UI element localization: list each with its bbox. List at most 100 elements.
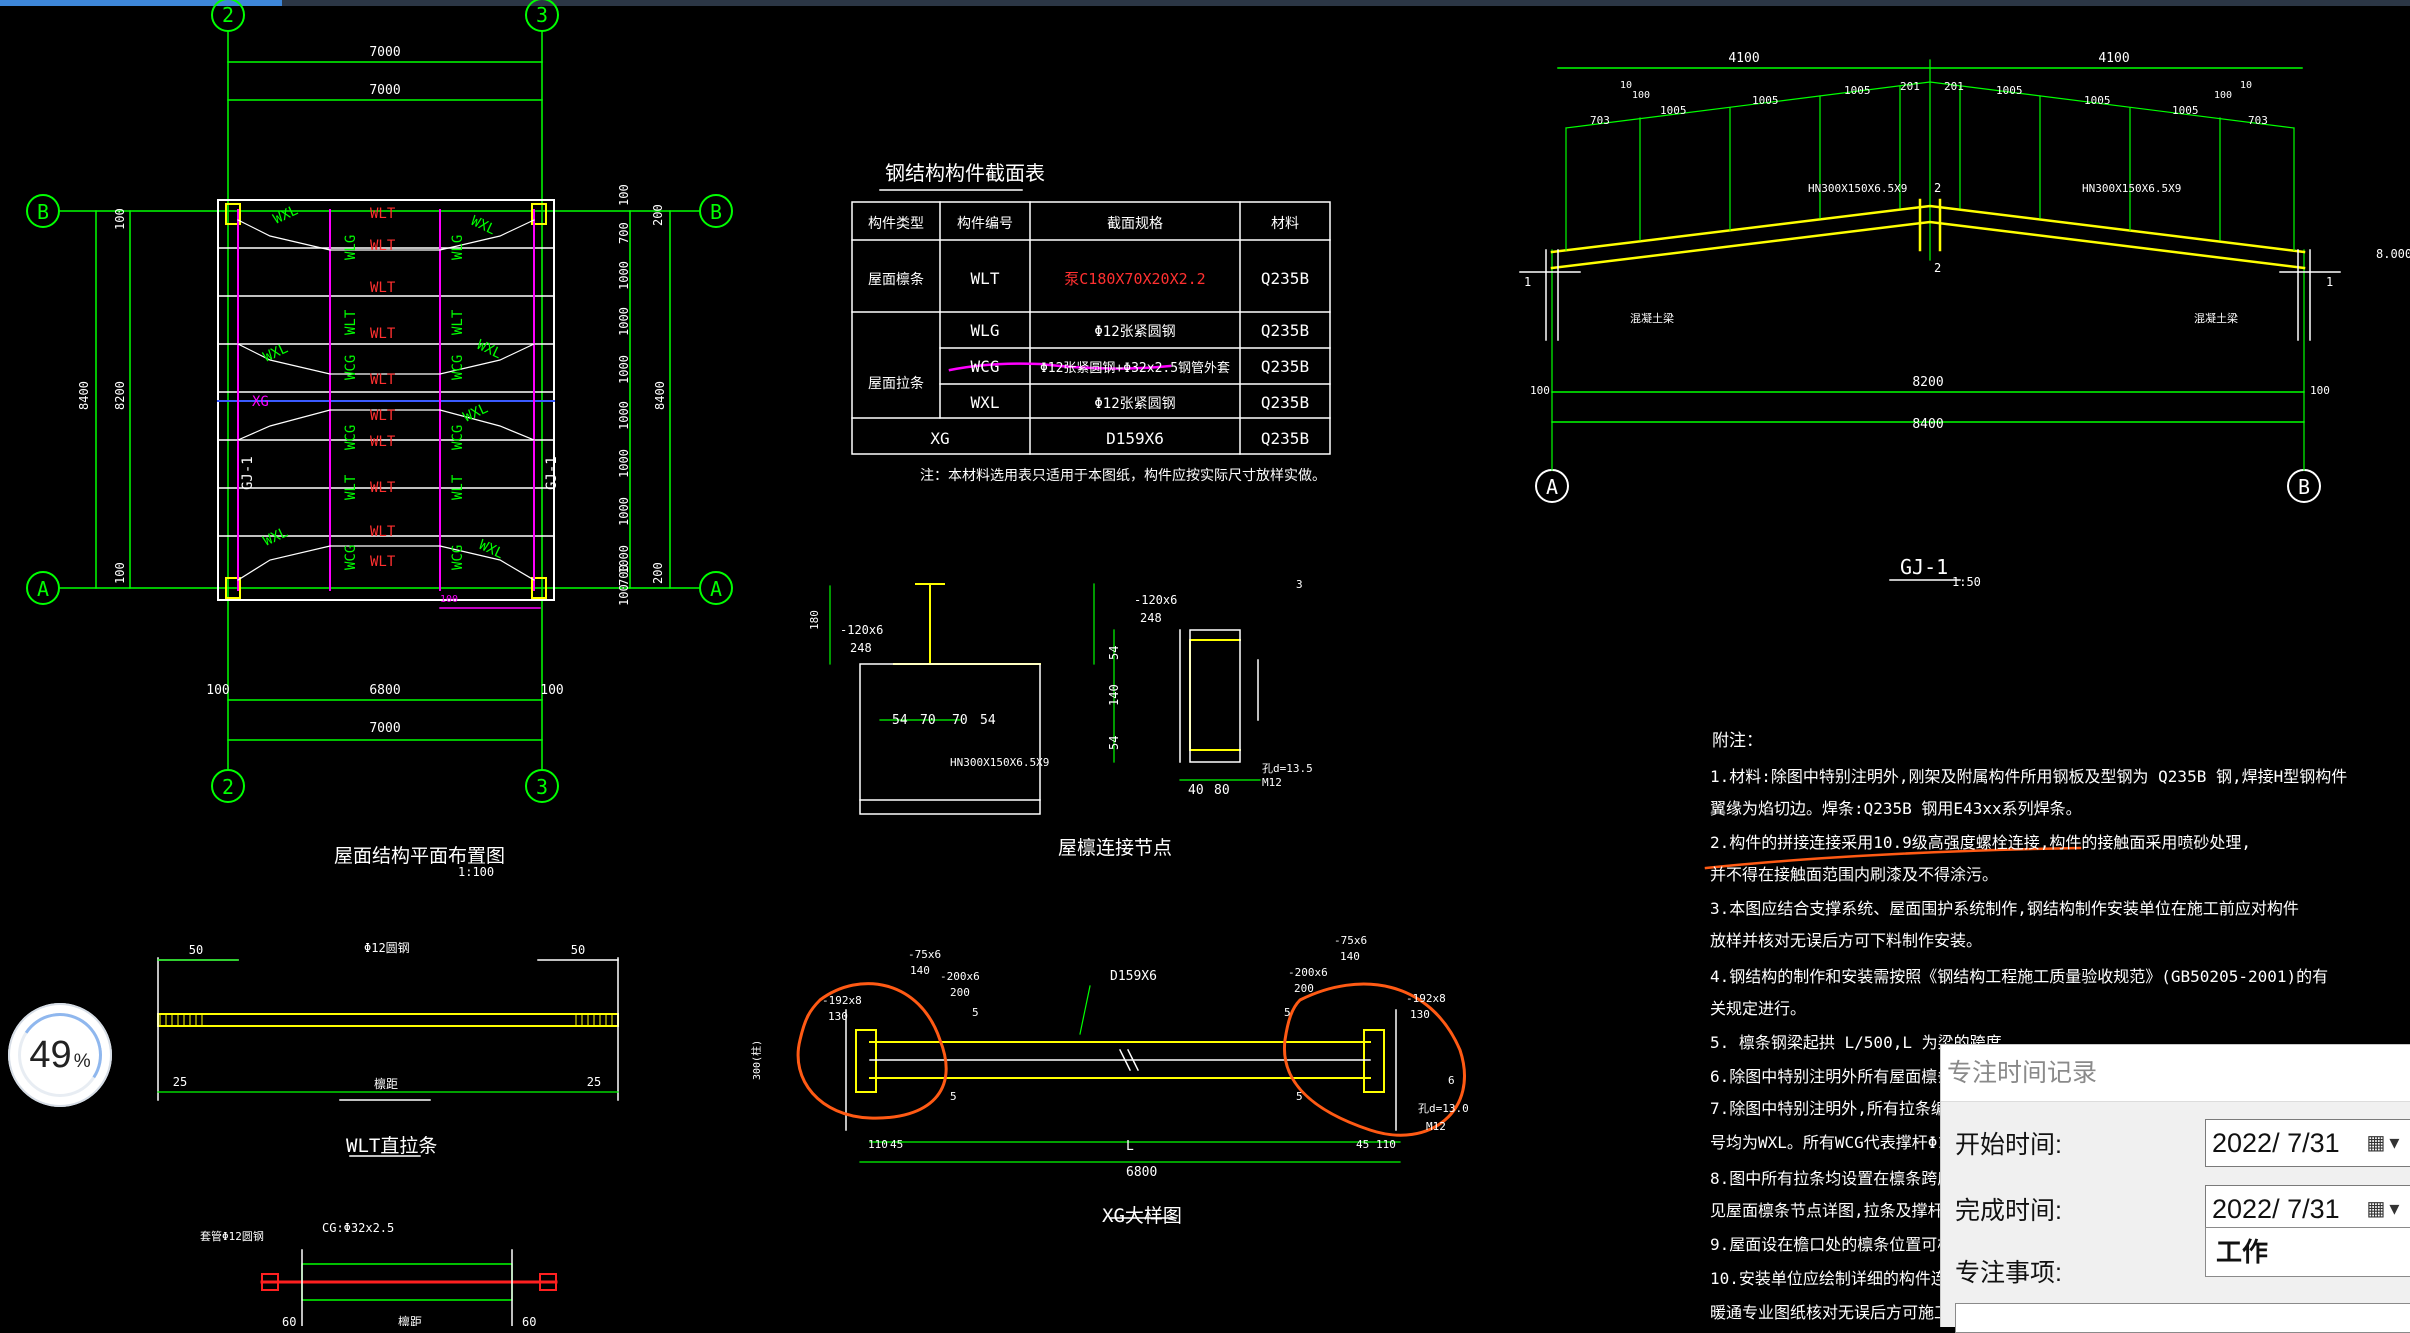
joint-label-10: 54 — [1107, 646, 1121, 660]
notes-line-6: 放样并核对无误后方可下料制作安装。 — [1710, 931, 1982, 950]
section-table-note: 注：本材料选用表只适用于本图纸，构件应按实际尺寸放样实做。 — [920, 467, 1326, 484]
section-table-header-code: 构件编号 — [957, 216, 1013, 232]
note-input[interactable] — [1955, 1303, 2410, 1333]
xg-label-8: 6800 — [1126, 1165, 1157, 1180]
joint-title: 屋檩连接节点 — [1058, 837, 1172, 859]
app-top-strip — [0, 0, 2410, 6]
xg-label-20: 130 — [1410, 1008, 1430, 1021]
frame-callout-7: 10 — [2240, 80, 2252, 91]
svg-text:WXL: WXL — [474, 337, 504, 362]
frame-dim-6: 201 — [1900, 80, 1920, 93]
frame-section-left: HN300X150X6.5X9 — [1808, 182, 1907, 195]
end-calendar-button[interactable]: ▦▾ — [2356, 1186, 2410, 1232]
xg-label-22: 5 — [972, 1006, 979, 1019]
end-time-picker[interactable]: 2022/ 7/31 ▦▾ — [2205, 1185, 2410, 1233]
section-table-row2-material: Q235B — [1261, 321, 1309, 340]
xg-label-10: 45 — [890, 1138, 903, 1151]
xg-label-9: 110 — [868, 1138, 888, 1151]
focus-record-title: 专注时间记录 — [1941, 1045, 2410, 1102]
purlin-joint-detail — [829, 583, 1261, 815]
section-table-row1-material: Q235B — [1261, 269, 1309, 288]
frame-dim-12: 8200 — [1912, 375, 1943, 390]
frame-title: GJ-1 — [1900, 555, 1948, 579]
frame-callout-3: 1 — [2326, 275, 2333, 289]
start-time-value: 2022/ 7/31 — [2212, 1128, 2340, 1158]
task-label: 专注事项: — [1955, 1259, 2062, 1287]
frame-dim-13: 8400 — [1912, 417, 1943, 432]
frame-dim-4: 1005 — [1752, 94, 1779, 107]
svg-text:WLT: WLT — [343, 474, 359, 500]
svg-text:WCG: WCG — [343, 425, 359, 450]
xg-label-25: 5 — [1296, 1090, 1303, 1103]
section-table-header-type: 构件类型 — [868, 216, 924, 232]
plan-axis-b-right: B — [710, 200, 722, 224]
notes-line-1: 1.材料:除图中特别注明外,刚架及附属构件所用钢板及型钢为 Q235B 钢,焊接… — [1710, 767, 2347, 786]
dropdown-arrow-icon: ▾ — [2389, 1132, 2400, 1154]
plan-dim-left-4: 100 — [113, 562, 127, 584]
frame-dim-2: 703 — [1590, 114, 1610, 127]
section-table-row4-material: Q235B — [1261, 393, 1309, 412]
xg-label-23: 5 — [950, 1090, 957, 1103]
wlt-label-3: 25 — [173, 1075, 187, 1089]
svg-text:WXL: WXL — [271, 202, 301, 227]
plan-dim-right-11: 200 — [651, 204, 665, 226]
wlt-label-0: 50 — [189, 943, 203, 957]
section-table-header-material: 材料 — [1271, 216, 1299, 232]
frame-scale: 1:50 — [1952, 575, 1981, 589]
plan-dim-top-1: 7000 — [369, 45, 400, 60]
plan-dim-bottom-2: 6800 — [369, 683, 400, 698]
xg-label-3: 200 — [950, 986, 970, 999]
task-input[interactable]: 工作 — [2205, 1227, 2410, 1277]
plan-dim-right-6: 1000 — [617, 449, 631, 478]
section-table-row4-spec: Φ12张紧圆钢 — [1094, 396, 1175, 412]
plan-axis-a-left: A — [37, 577, 49, 601]
plan-dim-bottom-4: 7000 — [369, 721, 400, 736]
xg-label-15: -75x6 — [1334, 934, 1367, 947]
gauge-value: 49% — [29, 1034, 90, 1077]
frame-callout-6: 10 — [1620, 80, 1632, 91]
frame-callout-1: 混凝土梁 — [2194, 311, 2238, 325]
svg-text:WXL: WXL — [468, 213, 498, 238]
joint-label-16: 孔d=13.5 — [1262, 762, 1313, 775]
svg-text:WCG: WCG — [450, 355, 466, 380]
start-time-picker[interactable]: 2022/ 7/31 ▦▾ — [2205, 1119, 2410, 1167]
frame-callout-9: 100 — [2214, 90, 2232, 101]
joint-label-8: -120x6 — [1134, 593, 1177, 607]
wcg-label-4: 60 — [522, 1315, 536, 1326]
svg-text:WLT: WLT — [450, 309, 466, 335]
plan-dim-left-1: 100 — [113, 208, 127, 230]
plan-axis-b-left: B — [37, 200, 49, 224]
section-table-row5-spec: D159X6 — [1106, 429, 1164, 448]
gauge-unit: % — [73, 1050, 91, 1072]
wcg-label-0: 套管Φ12圆钢 — [200, 1229, 264, 1243]
plan-dim-right-8: 1000 — [617, 545, 631, 574]
frame-callout-0: 混凝土梁 — [1630, 311, 1674, 325]
plan-axis-a-right: A — [710, 577, 722, 601]
frame-elevation: 8.000 — [2376, 247, 2410, 261]
svg-text:WLG: WLG — [450, 235, 466, 260]
wcg-label-3: 檩距 — [398, 1314, 422, 1326]
top-strip-highlight — [0, 0, 282, 6]
joint-label-4: 70 — [920, 713, 936, 728]
xg-label-1: 140 — [910, 964, 930, 977]
plan-dim-right-2: 1000 — [617, 261, 631, 290]
focus-progress-gauge[interactable]: 49% — [8, 1003, 112, 1107]
joint-label-3: 54 — [892, 713, 908, 728]
wlt-label-4: 25 — [587, 1075, 601, 1089]
svg-text:WLT: WLT — [450, 474, 466, 500]
section-table-row3-spec: Φ12张紧圆钢+Φ32x2.5钢管外套 — [1040, 360, 1230, 376]
section-table-row3-material: Q235B — [1261, 357, 1309, 376]
plan-dim-right-4: 1000 — [617, 355, 631, 384]
joint-label-5: 70 — [952, 713, 968, 728]
wlt-label-5: 檩距 — [374, 1076, 398, 1091]
plan-dim-left-2: 8400 — [77, 381, 91, 410]
plan-dim-right-5: 1000 — [617, 401, 631, 430]
plan-scale: 1:100 — [458, 865, 494, 879]
end-time-value: 2022/ 7/31 — [2212, 1194, 2340, 1224]
frame-callout-8: 100 — [1632, 90, 1650, 101]
xg-label-6: D159X6 — [1110, 969, 1157, 984]
xg-label-12: 110 — [1376, 1138, 1396, 1151]
start-calendar-button[interactable]: ▦▾ — [2356, 1120, 2410, 1166]
frame-dim-8: 1005 — [1996, 84, 2023, 97]
